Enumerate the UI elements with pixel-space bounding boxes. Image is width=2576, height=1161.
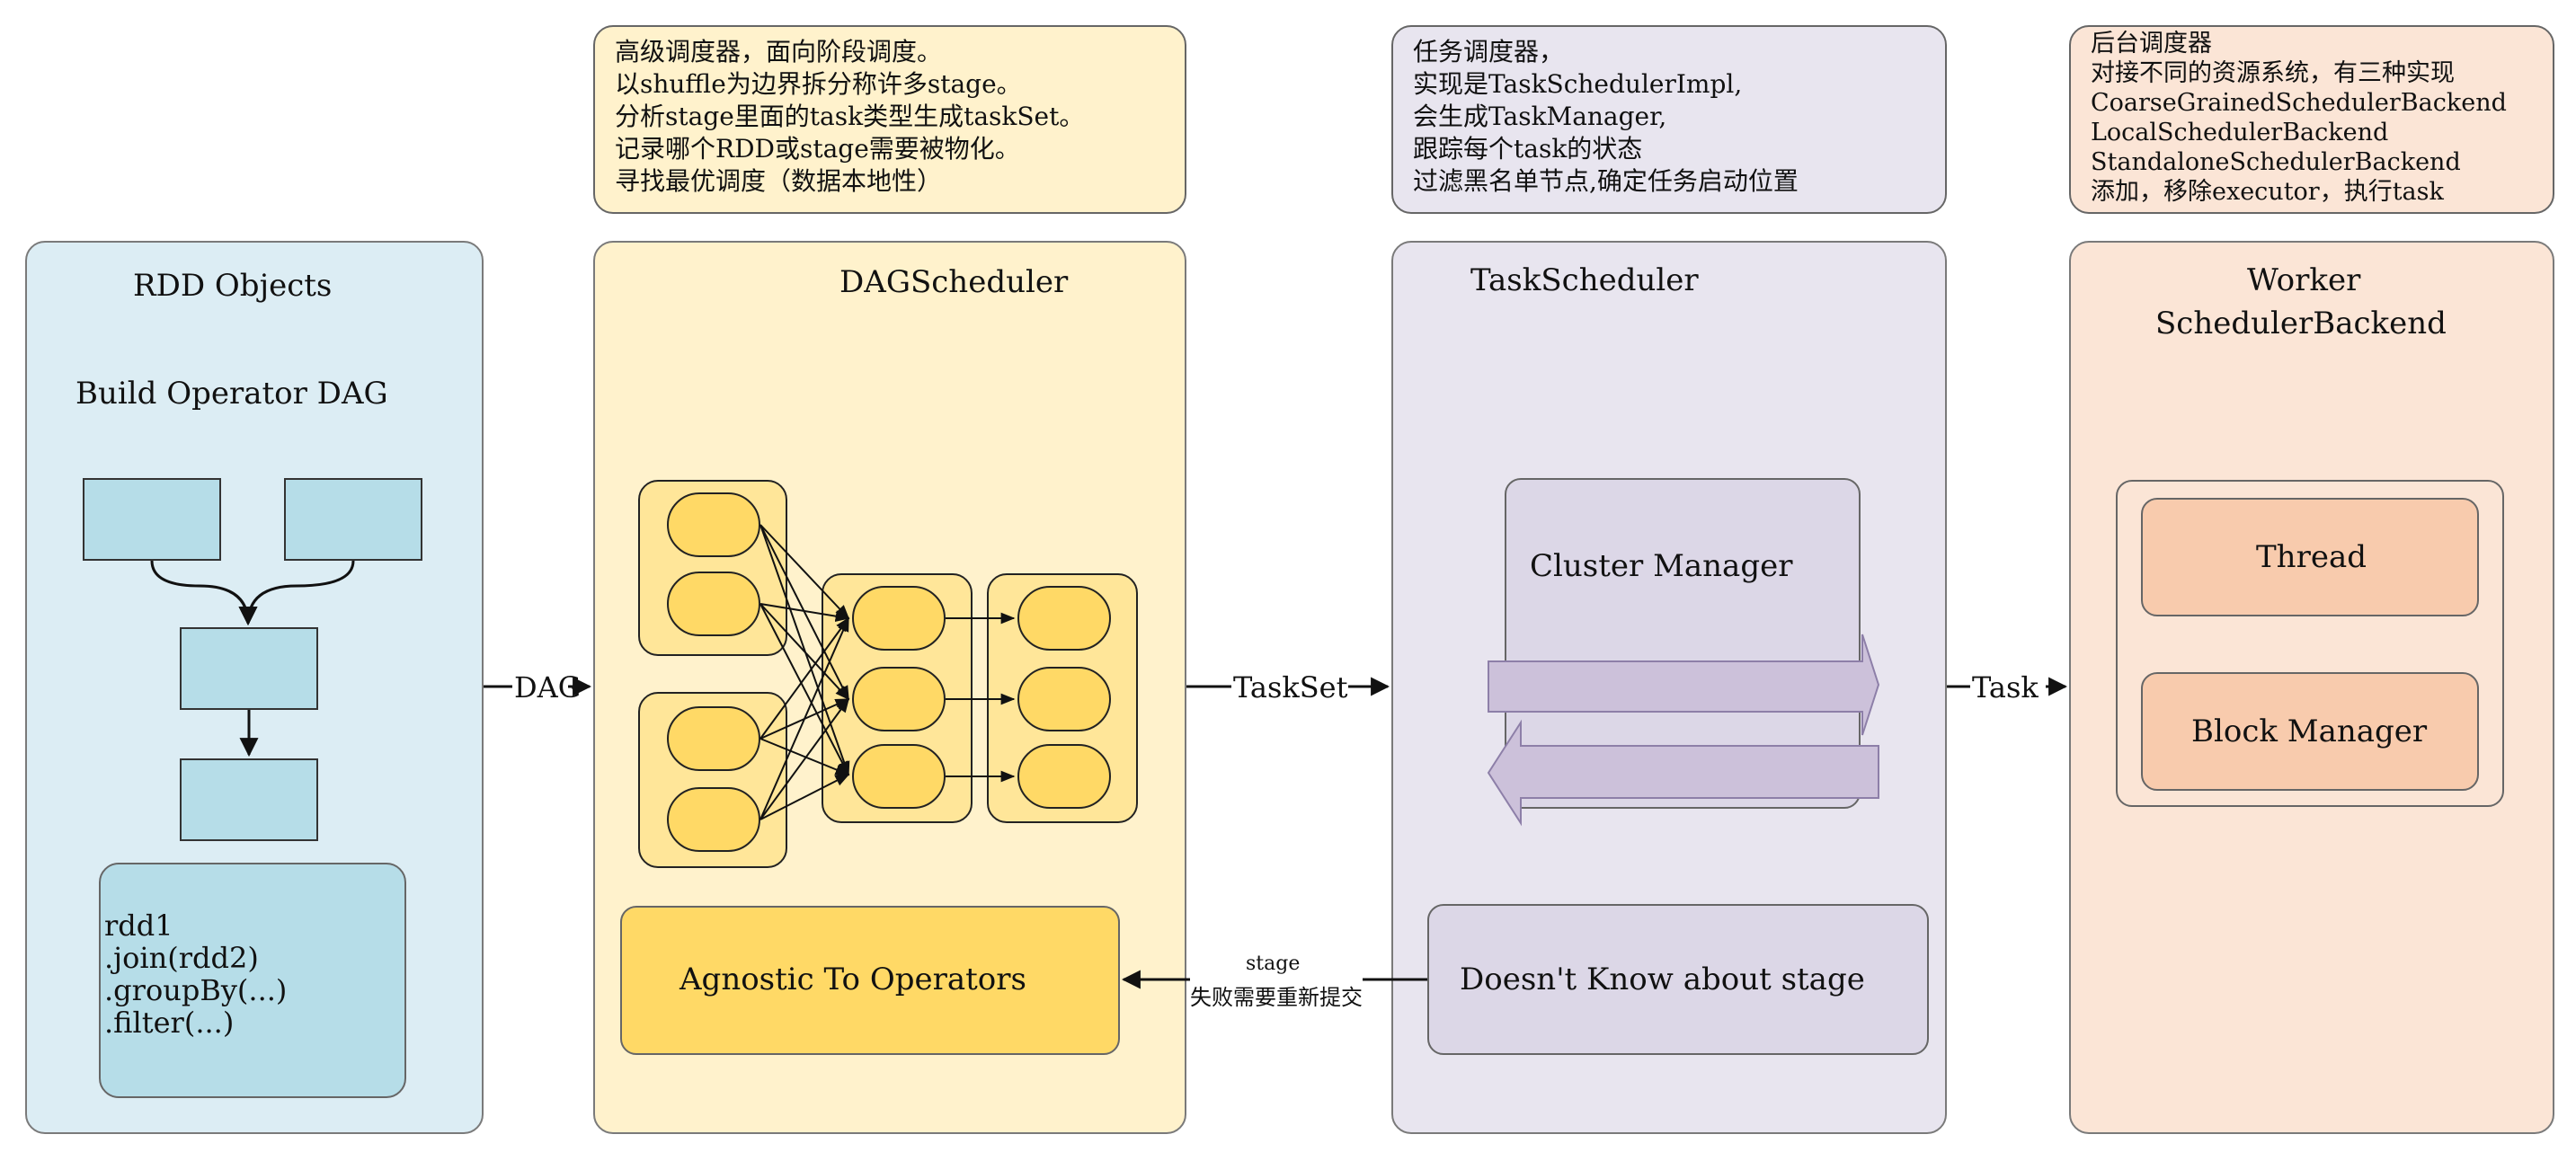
shuffle-edge [759, 603, 850, 622]
resubmit-stage-label: stage [1246, 953, 1301, 975]
task-connector-label: Task [1972, 670, 2039, 705]
rdd-dag-edge [238, 560, 355, 626]
dag-note-line: 寻找最优调度（数据本地性） [615, 166, 943, 196]
rdd-objects-title: RDD Objects [133, 268, 333, 304]
dag-scheduler-title: DAGScheduler [839, 264, 1069, 300]
partition-node [1017, 667, 1111, 731]
task-note-line: 实现是TaskSchedulerImpl, [1413, 69, 1743, 99]
task-scheduler-note: 任务调度器， 实现是TaskSchedulerImpl, 会生成TaskMana… [1391, 25, 1947, 214]
code-line: .filter(...) [104, 1006, 235, 1040]
task-note-line: 任务调度器， [1413, 37, 1565, 66]
partition-node [667, 492, 760, 557]
cluster-right-arrow [1488, 634, 1880, 736]
dag-node-box [83, 478, 221, 561]
partition-node [667, 572, 760, 636]
resubmit-failure-label: 失败需要重新提交 [1190, 985, 1363, 1010]
partition-node [852, 744, 946, 809]
dag-scheduler-note: 高级调度器，面向阶段调度。 以shuffle为边界拆分称许多stage。 分析s… [593, 25, 1186, 214]
partition-node [852, 586, 946, 651]
dag-note-line: 以shuffle为边界拆分称许多stage。 [615, 69, 1022, 99]
shuffle-edge [759, 524, 850, 776]
dag-connector-label: DAG [514, 670, 582, 705]
task-note-line: 跟踪每个task的状态 [1413, 134, 1643, 164]
scheduler-backend-note: 后台调度器 对接不同的资源系统，有三种实现 CoarseGrainedSched… [2069, 25, 2554, 214]
dag-node-box [180, 758, 318, 841]
code-line: .join(rdd2) [104, 941, 259, 975]
partition-node [1017, 586, 1111, 651]
thread-box [2141, 498, 2479, 616]
task-note-line: 会生成TaskManager, [1413, 102, 1667, 131]
worker-note-line: CoarseGrainedSchedulerBackend [2091, 89, 2507, 117]
shuffle-edge [759, 774, 850, 820]
doesnt-know-stage-label: Doesn't Know about stage [1460, 962, 1865, 997]
shuffle-edge [759, 616, 849, 740]
dag-node-box [180, 627, 318, 710]
dag-note-line: 记录哪个RDD或stage需要被物化。 [615, 134, 1020, 164]
dag-note-line: 高级调度器，面向阶段调度。 [615, 37, 943, 66]
cluster-left-arrow [1487, 719, 1879, 827]
dag-node-box [284, 478, 422, 561]
partition-node [852, 667, 946, 731]
build-operator-dag-label: Build Operator DAG [76, 376, 388, 412]
worker-note-line: StandaloneSchedulerBackend [2091, 148, 2461, 176]
shuffle-edge [759, 603, 849, 776]
agnostic-to-operators-box [620, 906, 1120, 1055]
scheduler-backend-title: SchedulerBackend [2155, 306, 2447, 341]
worker-title: Worker [2247, 262, 2361, 298]
taskset-connector-label: TaskSet [1233, 670, 1348, 705]
code-line: rdd1 [104, 908, 173, 943]
thread-label: Thread [2256, 539, 2367, 575]
partition-node [667, 706, 760, 771]
worker-note-line: 对接不同的资源系统，有三种实现 [2091, 59, 2455, 87]
task-note-line: 过滤黑名单节点,确定任务启动位置 [1413, 166, 1799, 196]
shuffle-edge [759, 738, 850, 775]
worker-note-line: 后台调度器 [2091, 30, 2212, 58]
worker-note-line: 添加，移除executor，执行task [2091, 178, 2444, 206]
agnostic-to-operators-label: Agnostic To Operators [680, 962, 1026, 997]
dag-note-line: 分析stage里面的task类型生成taskSet。 [615, 102, 1085, 131]
worker-note-line: LocalSchedulerBackend [2091, 119, 2389, 146]
code-line: .groupBy(...) [104, 973, 288, 1007]
shuffle-edge [759, 697, 849, 820]
cluster-manager-label: Cluster Manager [1530, 548, 1793, 584]
block-manager-label: Block Manager [2191, 713, 2428, 749]
shuffle-edge [759, 616, 849, 820]
task-scheduler-title: TaskScheduler [1470, 262, 1699, 298]
partition-node [1017, 744, 1111, 809]
shuffle-edge [759, 524, 850, 620]
doesnt-know-stage-box [1427, 904, 1929, 1055]
partition-node [667, 787, 760, 852]
rdd-dag-edge [150, 560, 258, 626]
shuffle-edge [759, 603, 850, 701]
rdd-code-box: rdd1 .join(rdd2) .groupBy(...) .filter(.… [99, 863, 406, 1098]
block-manager-box [2141, 672, 2479, 791]
